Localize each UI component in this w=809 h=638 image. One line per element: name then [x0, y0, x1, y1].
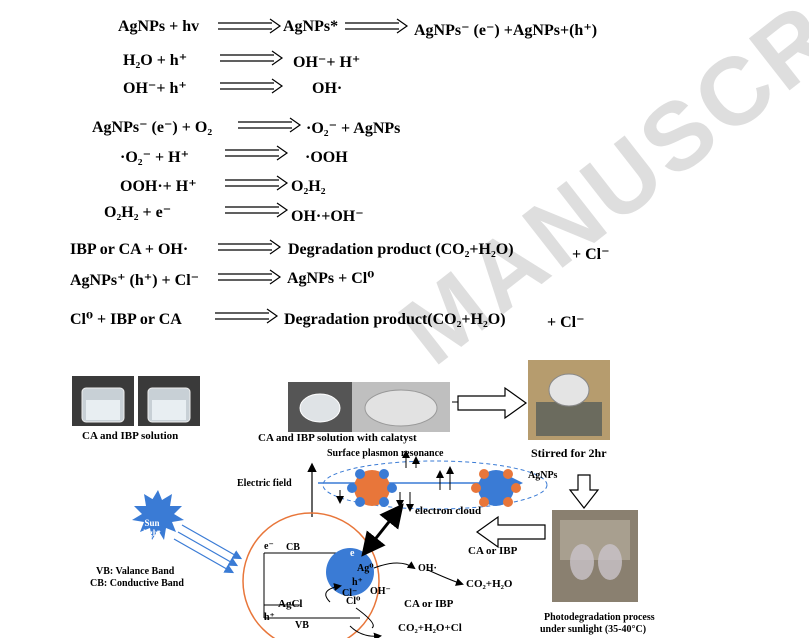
equation-3-lhs: OH⁻+ h⁺	[123, 80, 187, 97]
equation-4-lhs: AgNPs⁻ (e⁻) + O₂	[92, 119, 213, 136]
label-electric-field: Electric field	[237, 478, 292, 489]
equation-3-rhs: OH·	[312, 80, 343, 97]
equation-6-rhs: O₂H₂	[291, 178, 326, 195]
caption-solution: CA and IBP solution	[82, 430, 179, 442]
equation-10-lhs: Cl⁰ + IBP or CA	[70, 311, 182, 328]
equation-7-rhs: OH·+OH⁻	[291, 208, 364, 225]
caption-catalyst: CA and IBP solution with calatyst	[258, 432, 417, 444]
label-cl0: Cl⁰	[346, 596, 361, 607]
beaker-photo-1	[72, 376, 134, 426]
equation-1-lhs: AgNPs + hv	[118, 18, 200, 35]
stirrer-photo	[528, 360, 610, 440]
equation-2-rhs: OH⁻+ H⁺	[293, 54, 361, 71]
label-oh-minus: OH⁻	[370, 586, 391, 597]
down-arrow	[568, 474, 600, 509]
agcl-particle	[242, 512, 380, 638]
label-spr: Surface plasmon resonance	[327, 448, 444, 459]
particle-right	[478, 470, 514, 506]
right-arrow	[457, 386, 528, 420]
legend-cb: CB: Conductive Band	[90, 578, 184, 589]
caption-sunlight: under sunlight (35-40°C)	[540, 624, 647, 635]
label-electron-cloud: electron cloud	[415, 505, 482, 517]
caption-photodegradation: Photodegradation process	[544, 612, 655, 623]
equation-1-mid: AgNPs*	[283, 18, 339, 35]
equation-6-lhs: OOH·+ H⁺	[120, 178, 197, 195]
label-sphere-e: e	[350, 548, 355, 559]
label-agcl: AgCl	[278, 598, 303, 610]
equation-5-rhs: ·OOH	[305, 149, 348, 166]
sun-icon	[132, 490, 184, 540]
legend-vb: VB: Valance Band	[96, 566, 175, 577]
catalyst-photo-1	[288, 382, 352, 432]
label-oh-radical: OH·	[418, 563, 437, 574]
equation-1-rhs: AgNPs⁻ (e⁻) +AgNPs+(h⁺)	[414, 22, 598, 39]
label-h-plus: h⁺	[264, 612, 275, 623]
equation-8-tail: + Cl⁻	[572, 246, 610, 263]
equation-2-lhs: H₂O + h⁺	[123, 52, 188, 69]
label-ca-ibp-1: CA or IBP	[468, 545, 518, 557]
label-ca-ibp-2: CA or IBP	[404, 598, 454, 610]
equation-8-lhs: IBP or CA + OH·	[70, 241, 189, 258]
caption-stirred: Stirred for 2hr	[531, 446, 607, 460]
equation-10-tail: + Cl⁻	[547, 314, 585, 331]
particle-left	[354, 470, 390, 506]
label-product-2: CO₂+H₂O+Cl	[398, 622, 462, 634]
mechanism-schematic	[72, 360, 638, 638]
equation-9-lhs: AgNPs⁺ (h⁺) + Cl⁻	[70, 272, 200, 289]
equation-5-lhs: ·O₂⁻ + H⁺	[120, 149, 190, 166]
label-sun: Sun light	[143, 518, 161, 538]
equation-4-rhs: ·O₂⁻ + AgNPs	[306, 120, 401, 137]
label-ag0: Ag⁰	[357, 563, 374, 574]
label-cl-minus: Cl⁻	[342, 588, 358, 599]
label-vb: VB	[295, 620, 309, 631]
label-product-1: CO₂+H₂O	[466, 578, 513, 590]
beaker-photo-2	[138, 376, 200, 426]
label-sphere-h: h⁺	[352, 577, 363, 588]
left-arrow	[475, 515, 546, 549]
equation-7-lhs: O₂H₂ + e⁻	[104, 204, 172, 221]
equation-9-rhs: AgNPs + Cl⁰	[287, 270, 375, 287]
catalyst-photo-2	[352, 382, 450, 432]
label-e-minus: e⁻	[264, 541, 274, 552]
label-agnps: AgNPs	[528, 470, 558, 481]
equation-8-rhs: Degradation product (CO₂+H₂O)	[288, 241, 514, 258]
equation-10-rhs: Degradation product(CO₂+H₂O)	[284, 311, 506, 328]
label-cb: CB	[286, 542, 300, 553]
photodegradation-photo	[552, 510, 638, 602]
